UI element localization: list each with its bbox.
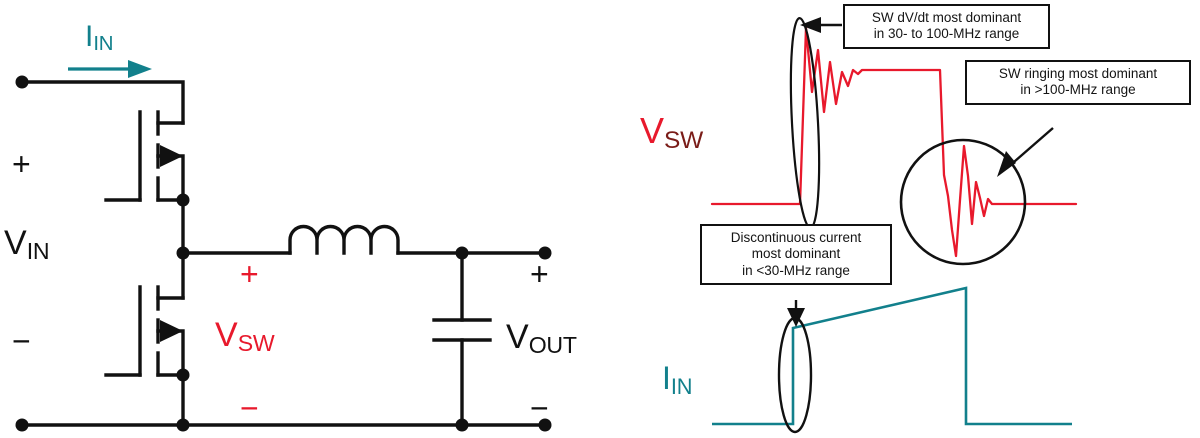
callout-discontinuous-current-line1: Discontinuous current — [730, 230, 862, 245]
ground-node-dot — [176, 418, 190, 432]
callout-discontinuous-current-line2: most dominant — [751, 246, 841, 262]
v-sw-minus-sign: − — [240, 390, 259, 426]
hs-source-junction-dot — [176, 193, 190, 207]
vout-positive-terminal — [538, 246, 552, 260]
callout-sw-dvdt-line1: SW dV/dt most dominant — [871, 10, 1022, 25]
ls-body-diode-arrow — [160, 320, 183, 342]
v-in-minus-sign: − — [12, 323, 31, 359]
vin-negative-terminal — [15, 418, 29, 432]
sw-ringing-leader — [997, 127, 1054, 177]
circuit-svg — [15, 60, 552, 432]
vin-positive-terminal — [15, 75, 29, 89]
current-step-highlight-ellipse — [777, 316, 813, 434]
switch-node-dot — [176, 246, 190, 260]
waveform-diagram: VSW IIN SW dV/dt most dominant in 30- to… — [600, 0, 1200, 438]
v-out-minus-sign: − — [530, 390, 549, 426]
discontinuous-current-leader — [787, 300, 805, 327]
waveform-svg — [710, 17, 1078, 434]
input-top-wire — [20, 80, 185, 125]
callout-discontinuous-current-line3: in <30-MHz range — [742, 262, 850, 278]
ls-source-junction-dot — [176, 368, 190, 382]
vsw-waveform — [710, 26, 1078, 258]
iin-waveform — [712, 286, 1072, 426]
callout-sw-ringing-line2: in >100-MHz range — [1020, 82, 1136, 98]
circuit-i-in-label: IIN — [85, 20, 114, 56]
sw-dvdt-leader — [800, 17, 842, 33]
waveform-v-sw-label: VSW — [640, 110, 703, 155]
i-in-current-arrow — [68, 60, 152, 78]
output-ground-node-dot — [455, 418, 469, 432]
falling-edge-highlight-circle — [899, 138, 1027, 266]
v-out-plus-sign: + — [530, 256, 549, 292]
buck-converter-schematic: IIN VIN + − + VSW − + VOUT − — [4, 20, 577, 432]
output-inductor-coil — [288, 224, 400, 255]
output-node-dot — [455, 246, 469, 260]
waveform-i-in-label: IIN — [662, 360, 693, 399]
circuit-v-sw-label: VSW — [215, 316, 275, 357]
callout-sw-ringing-line1: SW ringing most dominant — [998, 66, 1158, 81]
v-in-plus-sign: + — [12, 146, 31, 182]
circuit-v-in-label: VIN — [4, 224, 50, 265]
hs-body-diode-arrow — [160, 145, 183, 167]
vout-negative-terminal — [538, 418, 552, 432]
callout-sw-dvdt: SW dV/dt most dominant in 30- to 100-MHz… — [843, 4, 1050, 49]
callout-sw-ringing: SW ringing most dominant in >100-MHz ran… — [965, 60, 1191, 105]
callout-discontinuous-current: Discontinuous current most dominant in <… — [700, 224, 892, 286]
callout-sw-dvdt-line2: in 30- to 100-MHz range — [873, 26, 1020, 42]
v-sw-plus-sign: + — [240, 256, 259, 292]
circuit-v-out-label: VOUT — [506, 318, 577, 359]
